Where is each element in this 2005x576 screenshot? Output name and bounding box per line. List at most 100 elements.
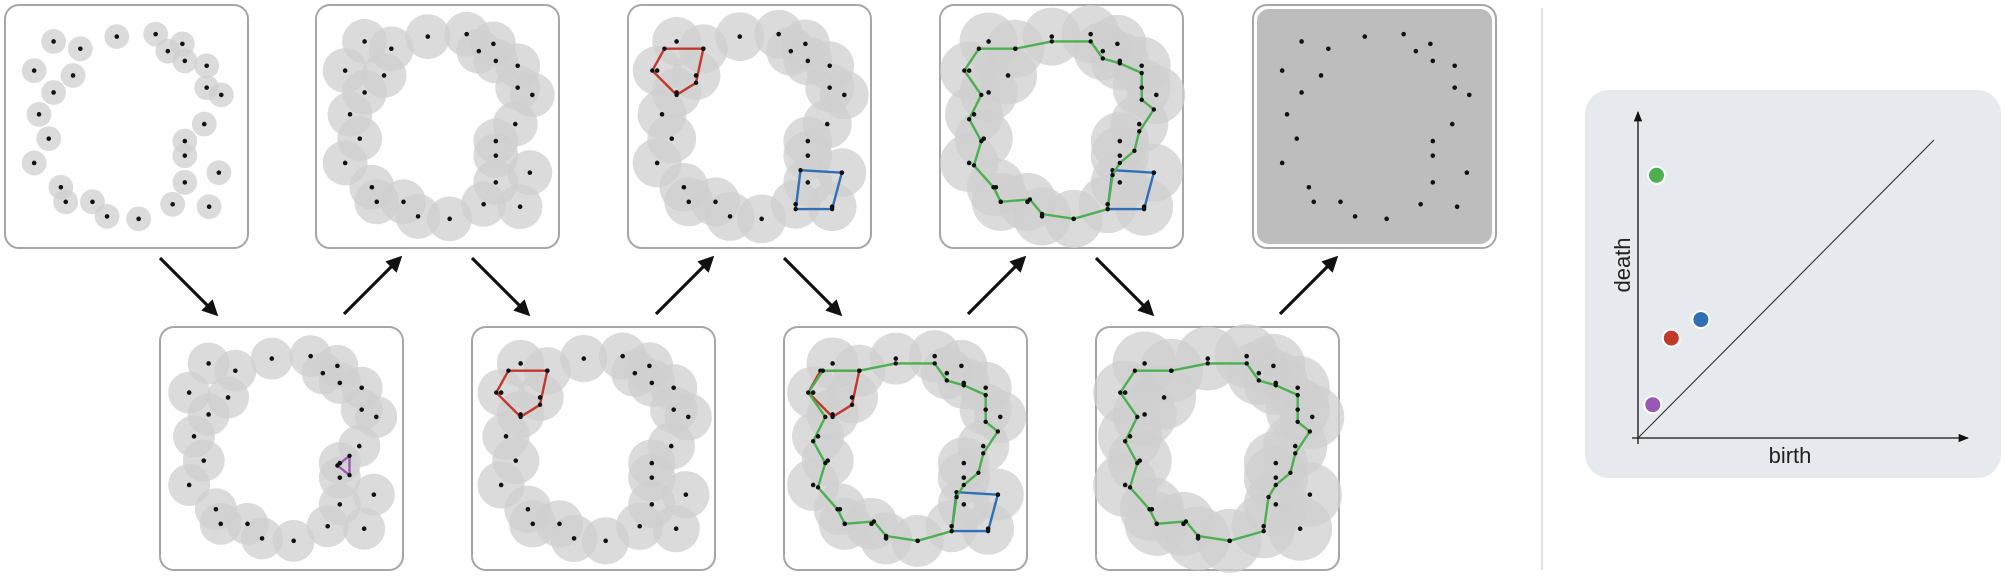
data-point: [361, 526, 367, 531]
data-point: [182, 153, 188, 158]
data-point: [1142, 361, 1147, 366]
data-point: [1271, 363, 1276, 369]
data-point: [269, 356, 275, 361]
data-point: [1295, 407, 1300, 412]
data-point: [649, 475, 655, 480]
data-point: [1154, 521, 1160, 527]
data-point: [632, 370, 638, 376]
loop-vertex: [1122, 439, 1128, 444]
data-point: [1464, 170, 1470, 175]
data-point: [1039, 214, 1045, 219]
data-point: [1309, 414, 1315, 420]
filtration-arrow-7: [1094, 256, 1155, 317]
data-point: [727, 214, 733, 219]
data-point: [373, 414, 379, 420]
persistence-diagram: birth death: [1585, 90, 2001, 478]
data-point: [671, 407, 676, 412]
data-point: [530, 521, 536, 527]
filtration-arrow-2: [342, 255, 403, 316]
data-point: [620, 353, 625, 359]
data-point: [1137, 458, 1143, 463]
data-point: [993, 184, 999, 190]
loop-vertex: [1110, 172, 1115, 178]
data-point: [671, 385, 676, 391]
loop-vertex: [798, 168, 803, 173]
data-point: [647, 363, 652, 369]
data-point: [893, 356, 899, 361]
data-point: [1326, 46, 1331, 52]
data-point: [1088, 31, 1093, 37]
filtration-panel-8: [1093, 324, 1345, 573]
data-point: [337, 380, 343, 386]
loop-vertex: [976, 470, 981, 475]
filtration-arrow-5: [782, 256, 843, 317]
data-point: [805, 153, 811, 158]
data-point: [1311, 199, 1317, 205]
data-point: [1161, 395, 1167, 400]
loop-vertex: [932, 361, 937, 366]
filtration-panel-7: [939, 4, 1186, 249]
data-point: [369, 184, 375, 190]
loop-vertex: [1261, 528, 1266, 534]
filtration-arrows: [158, 255, 1339, 317]
data-point: [1430, 138, 1436, 144]
data-point: [961, 502, 967, 507]
data-point: [980, 443, 986, 449]
data-point: [1273, 460, 1279, 466]
data-point: [1273, 380, 1279, 386]
loop-vertex: [1244, 361, 1249, 366]
data-point: [1117, 180, 1123, 185]
loop-vertex: [1205, 361, 1210, 366]
data-point: [206, 361, 211, 366]
data-point: [347, 112, 353, 117]
purple-loop: [336, 454, 351, 477]
data-point: [153, 31, 158, 37]
data-point: [513, 458, 519, 463]
data-point: [966, 68, 972, 73]
data-point: [359, 407, 364, 412]
loop-vertex: [1139, 70, 1144, 76]
data-point: [654, 160, 660, 166]
data-point: [335, 363, 340, 369]
loop-vertex: [1139, 97, 1144, 102]
loop-vertex: [979, 92, 984, 98]
data-point: [649, 502, 655, 507]
data-point: [362, 90, 367, 95]
data-point: [857, 368, 862, 374]
data-point: [182, 138, 188, 144]
filtration-panel-6: [783, 326, 1028, 571]
loop-vertex: [1151, 107, 1157, 112]
data-point: [776, 31, 781, 37]
data-point: [218, 521, 224, 527]
data-point: [961, 475, 967, 480]
data-point: [674, 90, 679, 95]
data-point: [1295, 385, 1300, 391]
data-point: [206, 204, 212, 209]
data-point: [114, 34, 120, 39]
loop-vertex: [1295, 419, 1300, 424]
data-point: [201, 121, 207, 127]
data-point: [1306, 184, 1312, 190]
data-point: [654, 68, 660, 73]
data-point: [325, 523, 330, 529]
data-point: [491, 41, 496, 47]
data-point: [498, 482, 504, 488]
data-point: [186, 390, 192, 395]
loop-vertex: [1137, 129, 1142, 134]
data-point: [512, 121, 518, 127]
data-point: [1117, 138, 1123, 144]
loop-vertex: [1088, 39, 1093, 44]
loop-vertex: [983, 392, 988, 398]
data-point: [983, 385, 988, 391]
data-point: [1466, 92, 1472, 98]
data-point: [1105, 201, 1110, 207]
data-point: [1049, 34, 1055, 39]
data-point: [51, 39, 56, 44]
data-point: [374, 199, 380, 205]
loop-vertex: [961, 482, 967, 488]
data-point: [357, 136, 363, 141]
data-point: [245, 521, 250, 527]
loop-vertex: [1266, 494, 1271, 500]
data-point: [803, 41, 808, 47]
data-point: [959, 363, 964, 369]
